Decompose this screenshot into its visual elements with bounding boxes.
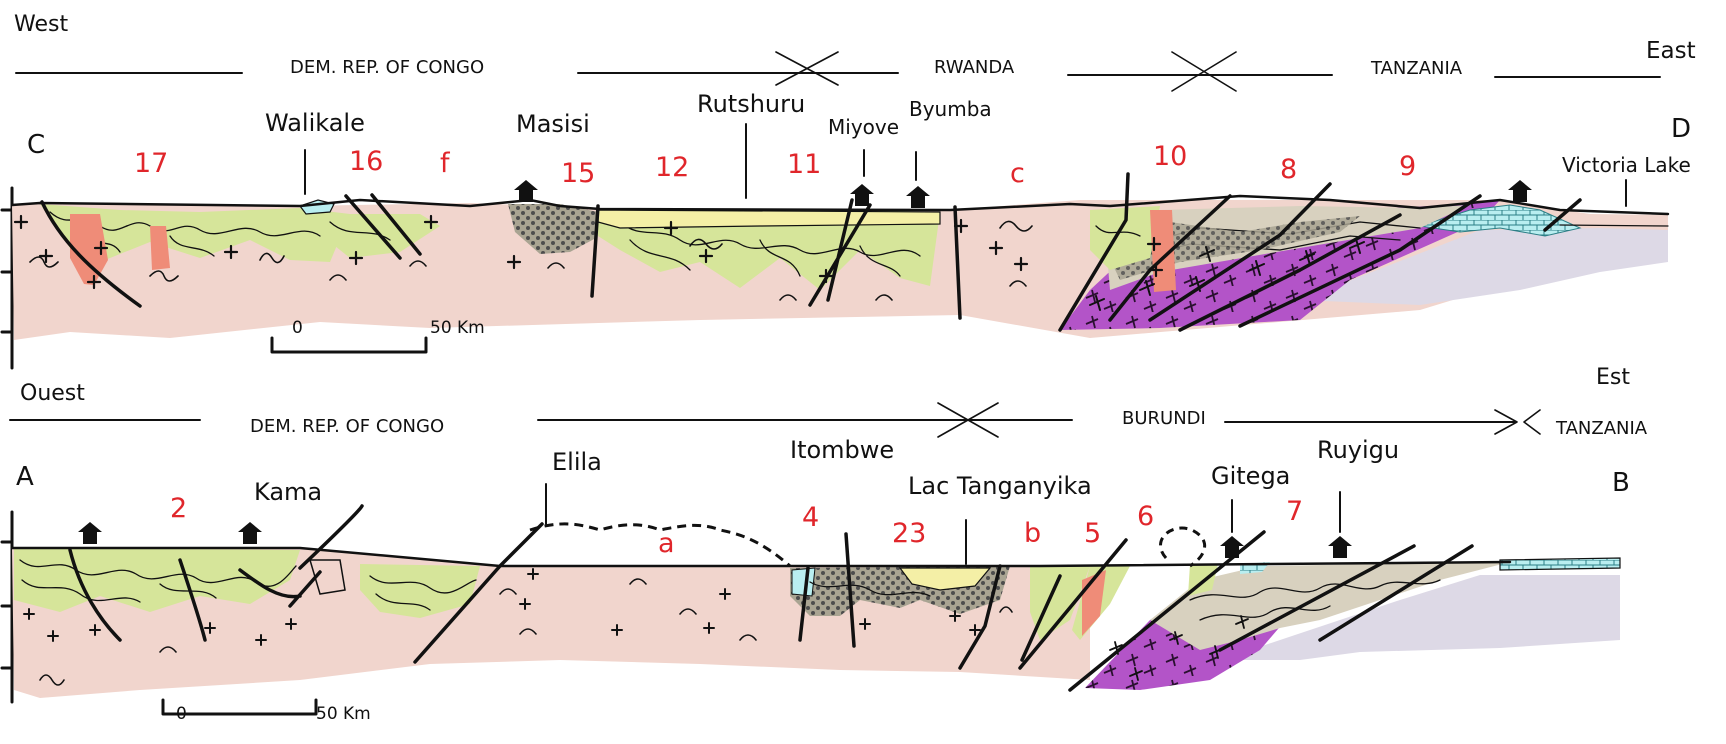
cd-unit-label: 9 [1399, 151, 1416, 182]
ab-unit-label: 5 [1084, 518, 1101, 549]
cd-geology [12, 124, 1668, 340]
cd-place-masisi: Masisi [516, 110, 590, 138]
section-cd-country-bar: DEM. REP. OF CONGO RWANDA TANZANIA [16, 52, 1660, 91]
cd-place-labels: Walikale Masisi Rutshuru Miyove Byumba V… [265, 90, 1691, 177]
cd-country-drc: DEM. REP. OF CONGO [290, 57, 484, 78]
ab-depth-axis [2, 512, 12, 702]
section-cd-end-c: C [27, 130, 45, 160]
cd-unit-label: 8 [1280, 154, 1297, 185]
ab-unit-label: 2 [170, 493, 187, 524]
ab-unit-labels: 2 a 4 23 b 5 6 7 [170, 493, 1303, 559]
ab-place-labels: Kama Elila Itombwe Lac Tanganyika Gitega… [254, 436, 1399, 506]
section-ab-end-a: A [16, 462, 34, 492]
cd-place-miyove: Miyove [828, 115, 899, 139]
ab-country-drc: DEM. REP. OF CONGO [250, 416, 444, 437]
ab-place-elila: Elila [552, 448, 602, 476]
ab-unit-label: 23 [892, 518, 926, 549]
cd-unit-label: 11 [787, 149, 821, 180]
section-ab-west-label: Ouest [20, 381, 85, 406]
cd-unit-labels: 17 16 f 15 12 11 c 10 8 9 [134, 141, 1416, 189]
cd-place-victoria-lake: Victoria Lake [1562, 153, 1691, 177]
cd-unit-label: 12 [655, 152, 689, 183]
cd-unit-label: f [440, 148, 451, 179]
section-cd-east-label: East [1646, 38, 1696, 64]
cd-scale-zero: 0 [292, 318, 303, 338]
section-ab: Ouest Est DEM. REP. OF CONGO BURUNDI TAN… [2, 365, 1648, 724]
cd-depth-axis [2, 188, 12, 368]
cd-scale-max: 50 Km [430, 318, 485, 338]
section-cd-west-label: West [14, 12, 68, 37]
cd-unit-label: 17 [134, 148, 168, 179]
ab-place-lac-tanganyika: Lac Tanganyika [908, 472, 1092, 500]
cd-unit-label: 15 [561, 158, 595, 189]
ab-unit-label: 6 [1137, 501, 1154, 532]
ab-place-kama: Kama [254, 478, 322, 506]
ab-scale-bar: 0 50 Km [163, 700, 371, 724]
ab-place-gitega: Gitega [1211, 462, 1290, 490]
ab-country-tanzania: TANZANIA [1555, 418, 1648, 439]
ab-unit-label: a [658, 528, 675, 559]
section-ab-east-label: Est [1596, 365, 1630, 390]
cd-unit-label: 16 [349, 146, 383, 177]
section-cd-end-d: D [1671, 114, 1691, 144]
ab-unit-label: b [1024, 518, 1041, 549]
ab-place-ruyigu: Ruyigu [1317, 436, 1399, 464]
cd-place-rutshuru: Rutshuru [697, 90, 805, 118]
cd-country-tanzania: TANZANIA [1370, 58, 1463, 79]
cd-place-walikale: Walikale [265, 109, 365, 137]
cd-country-rwanda: RWANDA [934, 57, 1015, 78]
cd-unit-label: 10 [1153, 141, 1187, 172]
ab-scale-zero: 0 [176, 704, 187, 724]
section-ab-country-bar: DEM. REP. OF CONGO BURUNDI TANZANIA [10, 403, 1648, 439]
section-ab-end-b: B [1612, 468, 1630, 498]
cd-place-byumba: Byumba [909, 97, 992, 121]
ab-country-burundi: BURUNDI [1122, 408, 1206, 429]
section-cd: West East DEM. REP. OF CONGO RWANDA TANZ… [2, 12, 1696, 368]
ab-unit-label: 7 [1286, 496, 1303, 527]
ab-place-itombwe: Itombwe [790, 436, 894, 464]
ab-unit-label: 4 [802, 502, 819, 533]
ab-scale-max: 50 Km [316, 704, 371, 724]
cd-unit-label: c [1010, 158, 1025, 189]
